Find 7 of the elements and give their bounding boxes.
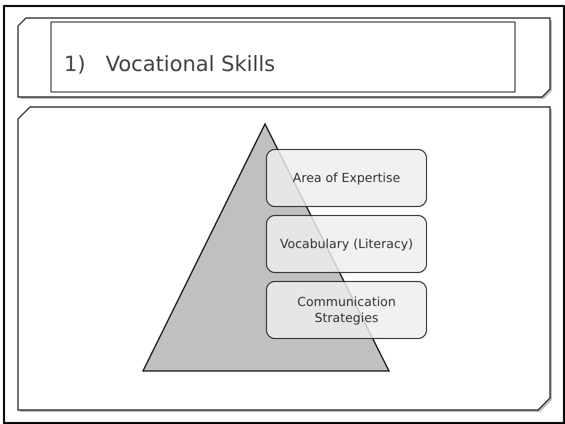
tier-label: Communication Strategies	[296, 294, 397, 326]
tier-box	[266, 149, 427, 207]
tier-box	[266, 281, 427, 339]
tier-label: Vocabulary (Literacy)	[278, 236, 414, 252]
tier-label: Area of Expertise	[292, 170, 402, 186]
slide-title: 1) Vocational Skills	[64, 52, 276, 76]
tier-box	[266, 215, 427, 273]
